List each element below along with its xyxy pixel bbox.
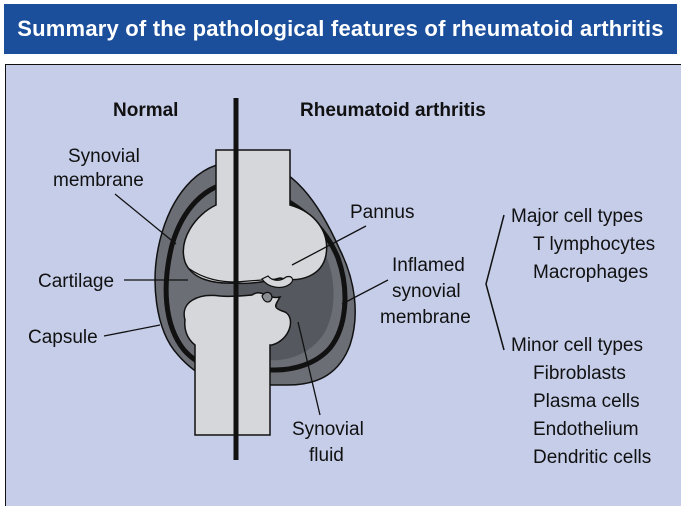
minor-cell-type-item: Fibroblasts	[533, 363, 626, 384]
label-inflamed-line1: Inflamed	[392, 255, 465, 276]
label-inflamed-line2: synovial	[392, 281, 461, 302]
label-synovial-fluid-line1: Synovial	[292, 419, 364, 440]
heading-ra: Rheumatoid arthritis	[300, 100, 486, 121]
label-synovial-membrane-line2: membrane	[53, 170, 144, 191]
label-synovial-fluid-line2: fluid	[309, 445, 344, 466]
major-cell-types-title: Major cell types	[511, 206, 643, 227]
label-cartilage: Cartilage	[38, 271, 114, 292]
leader-capsule	[104, 325, 160, 336]
major-cell-type-item: Macrophages	[533, 262, 648, 283]
label-capsule: Capsule	[28, 327, 98, 348]
heading-normal: Normal	[113, 100, 178, 121]
minor-cell-types-title: Minor cell types	[511, 335, 643, 356]
major-cell-type-item: T lymphocytes	[533, 234, 655, 255]
minor-cell-type-item: Dendritic cells	[533, 447, 651, 468]
label-inflamed-line3: membrane	[380, 307, 471, 328]
label-synovial-membrane-line1: Synovial	[68, 146, 140, 167]
minor-cell-type-item: Plasma cells	[533, 391, 640, 412]
minor-cell-type-item: Endothelium	[533, 419, 639, 440]
label-pannus: Pannus	[350, 202, 414, 223]
cell-types-bracket	[486, 215, 504, 350]
